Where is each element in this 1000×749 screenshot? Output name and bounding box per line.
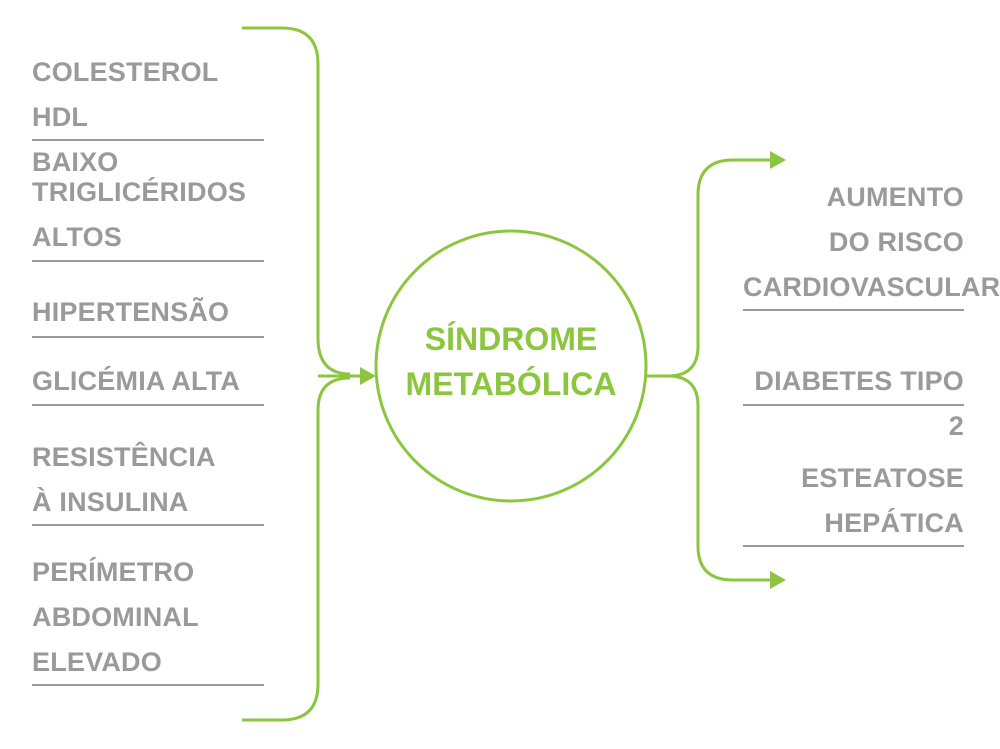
risk-factor-hypertension: HIPERTENSÃO: [32, 297, 230, 327]
right-arrowhead-lower: [770, 571, 786, 589]
risk-factor-abdominal-perimeter: PERÍMETRO ABDOMINAL ELEVADO: [32, 557, 199, 677]
consequence-steatosis: ESTEATOSE HEPÁTICA: [801, 463, 964, 538]
consequence-diabetes: DIABETES TIPO 2: [754, 366, 964, 441]
risk-factor-divider: [32, 684, 264, 686]
risk-factor-glycemia: GLICÉMIA ALTA: [32, 366, 241, 396]
right-arrowhead-upper: [770, 151, 786, 169]
consequence-divider: [743, 545, 964, 547]
risk-factor-hdl: COLESTEROL HDL BAIXO: [32, 57, 219, 177]
risk-factor-divider: [32, 404, 264, 406]
right-branch-upper: [646, 158, 770, 378]
left-bracket-top: [242, 26, 351, 376]
right-branch-lower: [646, 374, 770, 582]
risk-factor-divider: [32, 139, 264, 141]
risk-factor-insulin-resistance: RESISTÊNCIA À INSULINA: [32, 442, 216, 517]
center-circle: [374, 229, 648, 503]
consequence-cardiovascular-risk: AUMENTO DO RISCO CARDIOVASCULAR: [743, 182, 1000, 302]
risk-factor-divider: [32, 260, 264, 262]
risk-factor-divider: [32, 524, 264, 526]
risk-factor-divider: [32, 336, 264, 338]
consequence-divider: [743, 404, 964, 406]
left-bracket-bottom: [242, 376, 351, 722]
center-title: SÍNDROME METABÓLICA: [405, 321, 617, 402]
left-arrowhead: [360, 367, 376, 385]
risk-factor-triglycerides: TRIGLICÉRIDOS ALTOS: [32, 177, 247, 252]
consequence-divider: [743, 309, 964, 311]
